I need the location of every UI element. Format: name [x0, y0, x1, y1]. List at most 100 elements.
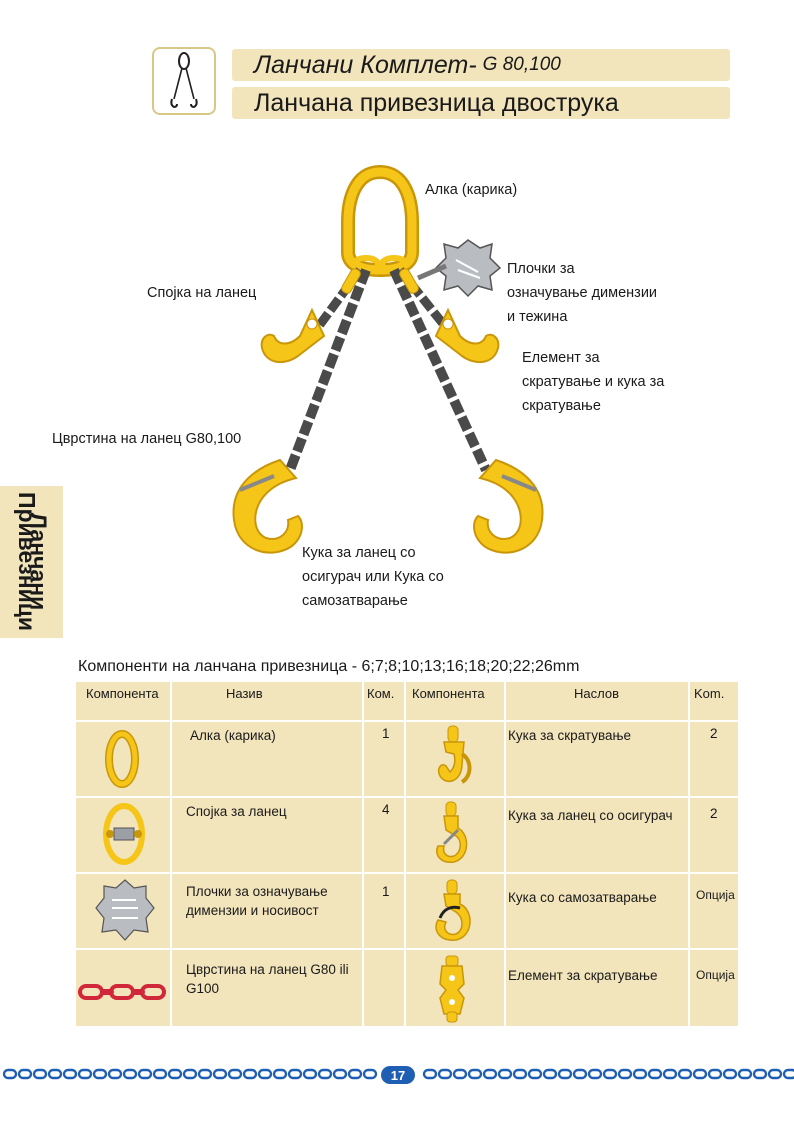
shortening-element-icon	[439, 955, 465, 1023]
footer-chain-link	[77, 1068, 93, 1080]
footer-chain-link	[212, 1068, 228, 1080]
row1-left-qty: 1	[382, 726, 390, 741]
footer-chain-link	[737, 1068, 753, 1080]
footer-chain-link	[692, 1068, 708, 1080]
footer-chain-link	[347, 1068, 363, 1080]
left-safety-hook-icon	[232, 458, 303, 554]
self-locking-hook-icon	[435, 879, 471, 941]
footer-chain-link	[467, 1068, 483, 1080]
footer-chain-link	[422, 1068, 438, 1080]
footer-chain-link	[257, 1068, 273, 1080]
header-qty-left: Ком.	[367, 686, 395, 701]
page-subtitle: Ланчана привезница двострука	[254, 88, 619, 117]
footer-chain-link	[707, 1068, 723, 1080]
row3-right-qty: Опција	[696, 888, 735, 902]
footer-chain-link	[227, 1068, 243, 1080]
row1-right-qty: 2	[710, 726, 718, 741]
title-bar: Ланчани Комплет- G 80,100	[232, 49, 730, 81]
footer-chain-link	[47, 1068, 63, 1080]
label-hook-3: самозатварање	[302, 593, 408, 609]
footer-chain-link	[542, 1068, 558, 1080]
footer-chain-link	[32, 1068, 48, 1080]
footer-chain-link	[2, 1068, 18, 1080]
footer-chain-link	[722, 1068, 738, 1080]
tag-plate-icon	[417, 239, 502, 298]
footer-chain-link	[497, 1068, 513, 1080]
footer-chain-link	[107, 1068, 123, 1080]
row4-right-name: Елемент за скратување	[508, 968, 658, 983]
master-ring-icon	[341, 164, 419, 278]
label-tag-plate-1: Плочки за	[507, 261, 575, 277]
footer-chain-link	[317, 1068, 333, 1080]
footer-chain-link	[632, 1068, 648, 1080]
label-tag-plate-2: означување димензии	[507, 285, 658, 301]
label-hook-2: осигурач или Кука со	[302, 569, 444, 585]
row4-right-qty: Опција	[696, 968, 735, 982]
page-title-grade: G 80,100	[482, 54, 561, 75]
right-safety-hook-icon	[473, 458, 544, 554]
footer-chain-link	[152, 1068, 168, 1080]
footer-chain-link	[17, 1068, 33, 1080]
footer-chain-link	[662, 1068, 678, 1080]
footer-chain-link	[557, 1068, 573, 1080]
footer-chain-link	[167, 1068, 183, 1080]
label-shortening-1: Елемент за	[522, 350, 600, 366]
label-master-ring: Алка (карика)	[425, 182, 518, 198]
tag-plate-icon	[95, 879, 155, 941]
row3-right-name: Кука со самозатварање	[508, 890, 657, 905]
double-sling-icon	[170, 52, 198, 109]
row1-right-name: Кука за скратување	[508, 728, 631, 743]
row1-left-name: Алка (карика)	[190, 728, 276, 743]
chain-connector-icon	[103, 803, 145, 865]
footer-chain-link	[572, 1068, 588, 1080]
label-shortening-3: скратување	[522, 398, 601, 414]
label-shortening-2: скратување и кука за	[522, 374, 665, 390]
footer-chain-link	[92, 1068, 108, 1080]
footer-chain-link	[752, 1068, 768, 1080]
footer-chain-link	[287, 1068, 303, 1080]
footer-chain-link	[782, 1068, 794, 1080]
row3-left-qty: 1	[382, 884, 390, 899]
section-side-tab: Ланчани Привезници	[0, 486, 63, 638]
shortening-hook-icon	[437, 725, 472, 784]
footer-chain-link	[242, 1068, 258, 1080]
header-qty-right: Kom.	[694, 686, 725, 701]
label-connector: Спојка на ланец	[147, 285, 257, 301]
footer-chain-link	[482, 1068, 498, 1080]
header-thumbnail	[152, 47, 216, 115]
footer-chain-link	[452, 1068, 468, 1080]
footer-chain-link	[197, 1068, 213, 1080]
footer-chain-link	[302, 1068, 318, 1080]
footer-chain-link	[437, 1068, 453, 1080]
footer-chain-link	[137, 1068, 153, 1080]
left-shortening-hook-icon	[260, 307, 326, 364]
header-component-right: Компонента	[412, 686, 485, 701]
components-table: Компонента Назив Ком. Компонента Наслов …	[76, 682, 738, 1026]
footer-chain-link	[272, 1068, 288, 1080]
footer-chain-link	[527, 1068, 543, 1080]
safety-hook-icon	[436, 801, 468, 863]
red-chain-icon	[78, 984, 166, 1000]
chain-sling-diagram	[232, 164, 544, 554]
footer-chain-link	[362, 1068, 378, 1080]
footer-chain-link	[602, 1068, 618, 1080]
left-chain	[285, 267, 371, 472]
row4-left-name: Цврстина на ланец G80 ili G100	[186, 962, 349, 996]
footer-chain-link	[617, 1068, 633, 1080]
master-ring-icon	[105, 730, 139, 788]
row3-left-name: Плочки за означување димензии и носивост	[186, 884, 328, 918]
right-chain	[389, 267, 491, 473]
footer-chain-link	[122, 1068, 138, 1080]
header-title: Наслов	[574, 686, 619, 701]
right-shortening-hook-icon	[434, 307, 500, 364]
components-table-title: Компоненти на ланчана привезница - 6;7;8…	[78, 658, 580, 675]
footer-chain-link	[677, 1068, 693, 1080]
page-number-badge: 17	[381, 1066, 415, 1084]
footer-chain-link	[332, 1068, 348, 1080]
label-tag-plate-3: и тежина	[507, 309, 568, 325]
footer-chain-link	[647, 1068, 663, 1080]
page-title: Ланчани Комплет-	[254, 50, 477, 79]
row2-right-qty: 2	[710, 806, 718, 821]
header-component-left: Компонента	[86, 686, 159, 701]
subtitle-bar: Ланчана привезница двострука	[232, 87, 730, 119]
